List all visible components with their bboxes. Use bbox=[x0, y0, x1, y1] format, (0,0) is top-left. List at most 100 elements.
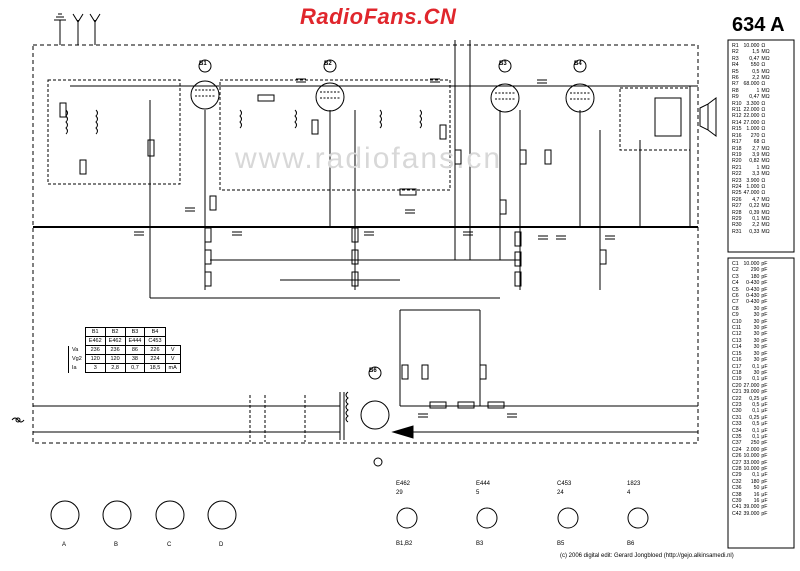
capacitor-value: 10.000 bbox=[743, 261, 760, 267]
resistor-unit: MΩ bbox=[761, 222, 770, 229]
capacitor-unit: pF bbox=[761, 273, 768, 280]
resistor-name: R25 bbox=[732, 190, 742, 197]
resistor-unit: MΩ bbox=[761, 75, 770, 82]
resistor-unit: Ω bbox=[761, 190, 766, 197]
capacitor-unit: μF bbox=[761, 395, 768, 402]
resistor-name: R22 bbox=[732, 171, 742, 178]
capacitor-unit: μF bbox=[761, 485, 768, 492]
resistor-name: R16 bbox=[732, 132, 742, 139]
socket-label: B6 bbox=[627, 541, 635, 547]
capacitor-name: C20 bbox=[732, 382, 742, 389]
ops-unit: V bbox=[164, 354, 181, 364]
resistor-unit: Ω bbox=[761, 107, 766, 114]
ops-cell: 2,8 bbox=[104, 363, 126, 373]
capacitor-name: C39 bbox=[732, 498, 742, 505]
resistor-name: R24 bbox=[732, 183, 742, 190]
capacitor-unit: pF bbox=[761, 344, 768, 351]
ops-unit: V bbox=[164, 345, 181, 355]
resistor-value: 0,82 bbox=[749, 158, 760, 165]
ops-type: E444 bbox=[124, 336, 146, 346]
capacitor-name: C41 bbox=[732, 504, 742, 511]
resistor-unit: Ω bbox=[761, 119, 766, 126]
capacitor-name: C33 bbox=[732, 421, 742, 428]
resistor-unit: MΩ bbox=[761, 68, 770, 75]
tube-label-b6: B6 bbox=[369, 368, 377, 374]
socket-type: E444 bbox=[476, 481, 491, 487]
resistor-unit: Ω bbox=[761, 177, 766, 184]
switch-label-b: B bbox=[114, 542, 119, 548]
resistor-value: 270 bbox=[750, 132, 760, 139]
resistor-unit: MΩ bbox=[761, 87, 770, 94]
capacitor-unit: μF bbox=[761, 363, 768, 370]
resistor-value: 1,5 bbox=[752, 49, 760, 56]
tube-label-b1: B1 bbox=[199, 61, 207, 67]
resistor-name: R21 bbox=[732, 164, 742, 171]
capacitor-name: C38 bbox=[732, 491, 742, 498]
capacitor-unit: pF bbox=[761, 382, 768, 389]
capacitor-unit: pF bbox=[761, 267, 768, 274]
capacitor-unit: pF bbox=[761, 466, 768, 472]
resistor-name: R3 bbox=[732, 55, 739, 62]
capacitor-name: C27 bbox=[732, 459, 742, 466]
socket-label: B3 bbox=[476, 541, 484, 547]
resistor-unit: MΩ bbox=[761, 158, 770, 165]
resistor-value: 1.000 bbox=[746, 126, 760, 133]
tube-label-b3: B3 bbox=[499, 61, 507, 67]
resistor-name: R28 bbox=[732, 209, 742, 216]
capacitor-unit: pF bbox=[761, 350, 768, 357]
capacitor-value: 30 bbox=[753, 331, 760, 338]
ops-cell: 3 bbox=[84, 363, 106, 373]
capacitor-unit: μF bbox=[761, 433, 768, 440]
capacitor-name: C6 bbox=[732, 293, 739, 300]
capacitor-name: C19 bbox=[732, 376, 742, 383]
capacitor-unit: pF bbox=[761, 318, 768, 325]
resistor-name: R23 bbox=[732, 177, 742, 184]
resistor-unit: MΩ bbox=[761, 209, 770, 216]
capacitor-unit: pF bbox=[761, 453, 768, 460]
resistor-value: 22.000 bbox=[743, 113, 760, 120]
capacitor-name: C9 bbox=[732, 312, 739, 319]
watermark-logo: RadioFans.CN bbox=[300, 4, 457, 29]
ops-row-label: Vg2 bbox=[68, 354, 86, 364]
capacitor-name: C16 bbox=[732, 357, 742, 364]
capacitor-name: C32 bbox=[732, 478, 742, 485]
capacitor-unit: pF bbox=[761, 293, 768, 300]
ops-cell: 0,7 bbox=[124, 363, 146, 373]
capacitor-unit: pF bbox=[761, 286, 768, 293]
capacitor-unit: pF bbox=[761, 261, 768, 267]
resistor-unit: MΩ bbox=[761, 228, 770, 235]
capacitor-unit: pF bbox=[761, 331, 768, 338]
capacitor-value: 30 bbox=[753, 318, 760, 325]
capacitor-value: 16 bbox=[753, 491, 760, 498]
resistor-value: 0,47 bbox=[749, 94, 760, 101]
switch-label-c: C bbox=[167, 542, 172, 548]
ops-cell: 224 bbox=[144, 354, 166, 364]
resistor-name: R30 bbox=[732, 222, 742, 229]
capacitor-value: 39.000 bbox=[743, 510, 760, 517]
capacitor-value: 30 bbox=[753, 350, 760, 357]
